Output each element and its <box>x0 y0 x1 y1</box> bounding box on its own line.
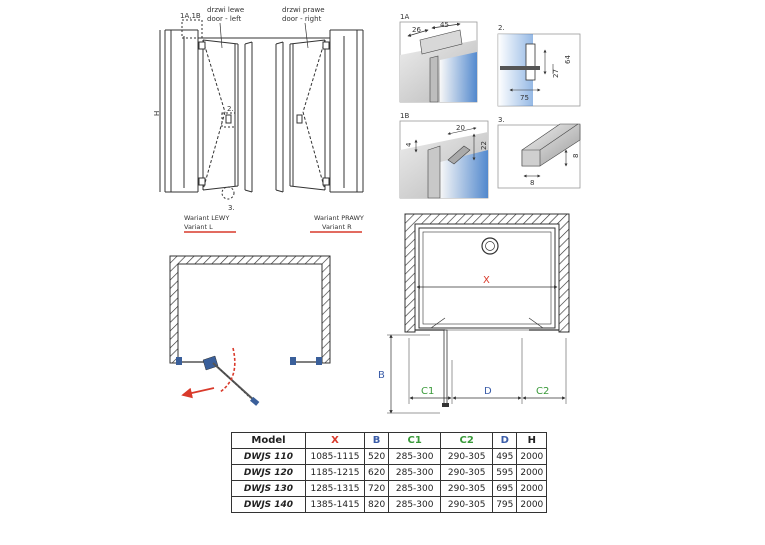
detail-1a <box>399 21 478 103</box>
col-c1-header: C1 <box>388 432 442 449</box>
detail-1b <box>399 120 489 199</box>
detail-2-title: 2. <box>498 24 505 32</box>
door-left-label-pl: drzwi lewe <box>207 6 244 14</box>
cell-c2: 290-305 <box>440 496 494 513</box>
table-header-row: Model X B C1 C2 D H <box>231 432 548 449</box>
table-row: DWJS 140 1385-1415 820 285-300 290-305 7… <box>231 496 548 513</box>
table-row: DWJS 130 1285-1315 720 285-300 290-305 6… <box>231 480 548 497</box>
callout-3-label: 3. <box>228 204 235 212</box>
detail-2-dim-a: 64 <box>564 55 572 64</box>
dimensions-table: Model X B C1 C2 D H DWJS 110 1085-1115 5… <box>231 432 548 513</box>
cell-b: 620 <box>363 464 390 481</box>
callout-1a1b-label: 1A,1B <box>180 12 201 20</box>
col-b-header: B <box>363 432 390 449</box>
door-right-label-en: door - right <box>282 15 322 23</box>
cell-x: 1185-1215 <box>305 464 365 481</box>
height-mark: H <box>153 111 161 116</box>
cell-c1: 285-300 <box>388 480 442 497</box>
door-left-elevation <box>159 19 265 200</box>
cell-model: DWJS 110 <box>231 448 306 465</box>
variant-right-en: Variant R <box>322 223 352 231</box>
detail-2-dim-c: 75 <box>520 94 529 102</box>
variant-left-en: Variant L <box>184 223 213 231</box>
cell-c1: 285-300 <box>388 496 442 513</box>
detail-1a-title: 1A <box>400 13 409 21</box>
cell-d: 795 <box>492 496 518 513</box>
door-left-label-en: door - left <box>207 15 241 23</box>
cell-d: 595 <box>492 464 518 481</box>
detail-3-dim-a: 8 <box>530 179 534 187</box>
detail-2 <box>497 33 581 107</box>
variant-right-pl: Wariant PRAWY <box>314 214 364 222</box>
cell-b: 720 <box>363 480 390 497</box>
detail-1b-title: 1B <box>400 112 409 120</box>
variant-left-pl: Wariant LEWY <box>184 214 229 222</box>
cell-d: 695 <box>492 480 518 497</box>
detail-1b-dim-b: 4 <box>405 142 413 147</box>
cell-h: 2000 <box>516 496 548 513</box>
cell-c1: 285-300 <box>388 464 442 481</box>
detail-3-dim-b: 8 <box>572 154 580 158</box>
table-row: DWJS 110 1085-1115 520 285-300 290-305 4… <box>231 448 548 465</box>
cell-c1: 285-300 <box>388 448 442 465</box>
plan-dimension-view <box>387 213 570 414</box>
cell-model: DWJS 120 <box>231 464 306 481</box>
col-h-header: H <box>516 432 548 449</box>
col-d-header: D <box>492 432 518 449</box>
door-right-leader <box>304 22 309 49</box>
col-x-header: X <box>305 432 365 449</box>
plan-swing-view <box>169 255 331 406</box>
dim-c2-label: C2 <box>536 386 549 397</box>
col-c2-header: C2 <box>440 432 494 449</box>
cell-model: DWJS 130 <box>231 480 306 497</box>
detail-1a-dim-b: 45 <box>440 21 449 29</box>
cell-b: 520 <box>363 448 390 465</box>
dim-d-label: D <box>484 386 492 397</box>
cell-model: DWJS 140 <box>231 496 306 513</box>
detail-2-dim-b: 27 <box>552 69 560 78</box>
dim-b-label: B <box>378 370 385 381</box>
dim-c1-label: C1 <box>421 386 434 397</box>
cell-h: 2000 <box>516 480 548 497</box>
door-right-label-pl: drzwi prawe <box>282 6 325 14</box>
detail-1a-dim-a: 26 <box>412 26 421 34</box>
detail-1b-dim-a: 20 <box>456 124 465 132</box>
cell-x: 1285-1315 <box>305 480 365 497</box>
callout-2-label: 2. <box>227 105 234 113</box>
cell-c2: 290-305 <box>440 464 494 481</box>
dim-x-label: X <box>483 275 490 286</box>
table-row: DWJS 120 1185-1215 620 285-300 290-305 5… <box>231 464 548 481</box>
cell-x: 1385-1415 <box>305 496 365 513</box>
cell-x: 1085-1115 <box>305 448 365 465</box>
door-left-leader <box>219 22 223 49</box>
detail-1b-dim-c: 22 <box>480 141 488 150</box>
col-model-header: Model <box>231 432 306 449</box>
detail-3-title: 3. <box>498 116 505 124</box>
cell-b: 820 <box>363 496 390 513</box>
detail-3 <box>497 123 581 189</box>
door-right-elevation <box>262 29 364 193</box>
cell-h: 2000 <box>516 448 548 465</box>
cell-c2: 290-305 <box>440 480 494 497</box>
cell-h: 2000 <box>516 464 548 481</box>
cell-d: 495 <box>492 448 518 465</box>
cell-c2: 290-305 <box>440 448 494 465</box>
